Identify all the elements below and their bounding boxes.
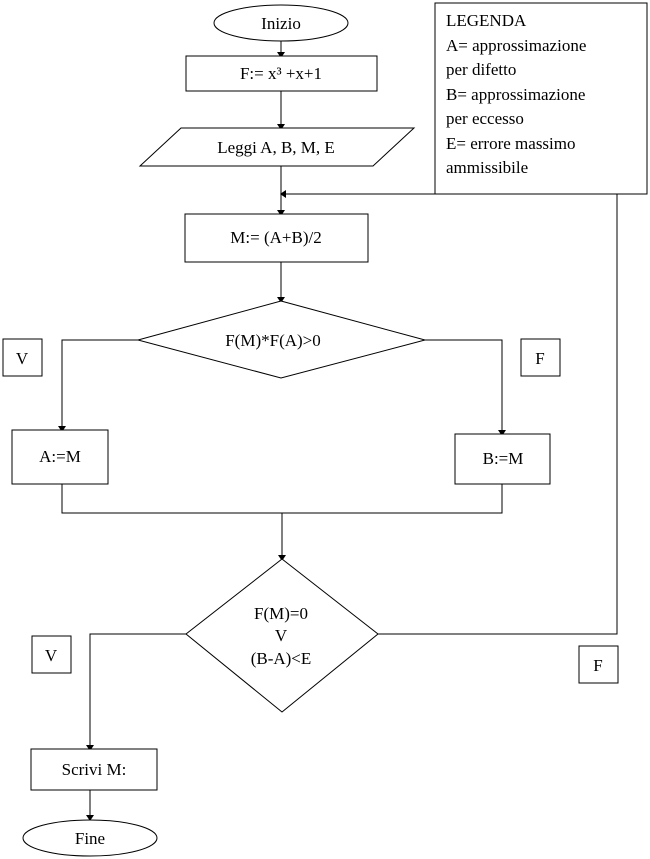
branch-label-sign-false: F [520, 338, 561, 377]
decision-stop-line-1: F(M)=0 [254, 604, 308, 623]
legend-line: ammissibile [446, 158, 528, 177]
branch-label-stop-false: F [578, 645, 619, 684]
arrow-to-midpoint [277, 210, 285, 216]
legend-box: LEGENDA A= approssimazione per difetto B… [434, 2, 648, 195]
assign-a-node: A:=M [11, 429, 109, 485]
legend-line: per eccesso [446, 109, 524, 128]
output-label: Scrivi M: [62, 760, 127, 779]
legend-title: LEGENDA [446, 11, 527, 30]
start-label: Inizio [261, 14, 301, 33]
arrow-to-decision-stop [278, 555, 286, 561]
arrow-to-decision-sign [277, 297, 285, 303]
decision-stop-node: F(M)=0 V (B-A)<E [185, 558, 379, 713]
assign-f-label: F:= x³ +x+1 [240, 64, 322, 83]
output-node: Scrivi M: [30, 748, 158, 791]
legend-line: B= approssimazione [446, 85, 585, 104]
assign-f-node: F:= x³ +x+1 [185, 55, 378, 92]
branch-label-sign-true: V [2, 338, 43, 377]
midpoint-label: M:= (A+B)/2 [230, 228, 321, 247]
arrow-to-assign-f [277, 52, 285, 58]
svg-text:F: F [593, 656, 602, 675]
assign-b-label: B:=M [483, 449, 524, 468]
arrow-to-output [86, 745, 94, 751]
decision-sign-node: F(M)*F(A)>0 [136, 300, 427, 379]
decision-sign-label: F(M)*F(A)>0 [225, 331, 321, 350]
svg-text:V: V [16, 349, 29, 368]
input-node: Leggi A, B, M, E [138, 127, 416, 167]
arrowheads [58, 52, 506, 821]
decision-stop-line-3: (B-A)<E [251, 649, 312, 668]
arrow-to-assign-a [58, 426, 66, 432]
svg-text:V: V [45, 646, 58, 665]
assign-a-label: A:=M [39, 447, 81, 466]
branch-label-stop-true: V [31, 635, 72, 674]
legend-line: per difetto [446, 60, 516, 79]
legend-line: A= approssimazione [446, 36, 586, 55]
end-label: Fine [75, 829, 105, 848]
arrow-loop-back [280, 190, 286, 198]
legend-line: E= errore massimo [446, 134, 576, 153]
decision-stop-line-2: V [275, 626, 288, 645]
end-node: Fine [22, 819, 158, 857]
arrow-to-input [277, 124, 285, 130]
midpoint-node: M:= (A+B)/2 [184, 213, 369, 263]
arrow-to-end [86, 815, 94, 821]
svg-text:F: F [535, 349, 544, 368]
input-label: Leggi A, B, M, E [217, 138, 335, 157]
start-node: Inizio [213, 4, 349, 42]
arrow-to-assign-b [498, 430, 506, 436]
assign-b-node: B:=M [454, 433, 551, 485]
